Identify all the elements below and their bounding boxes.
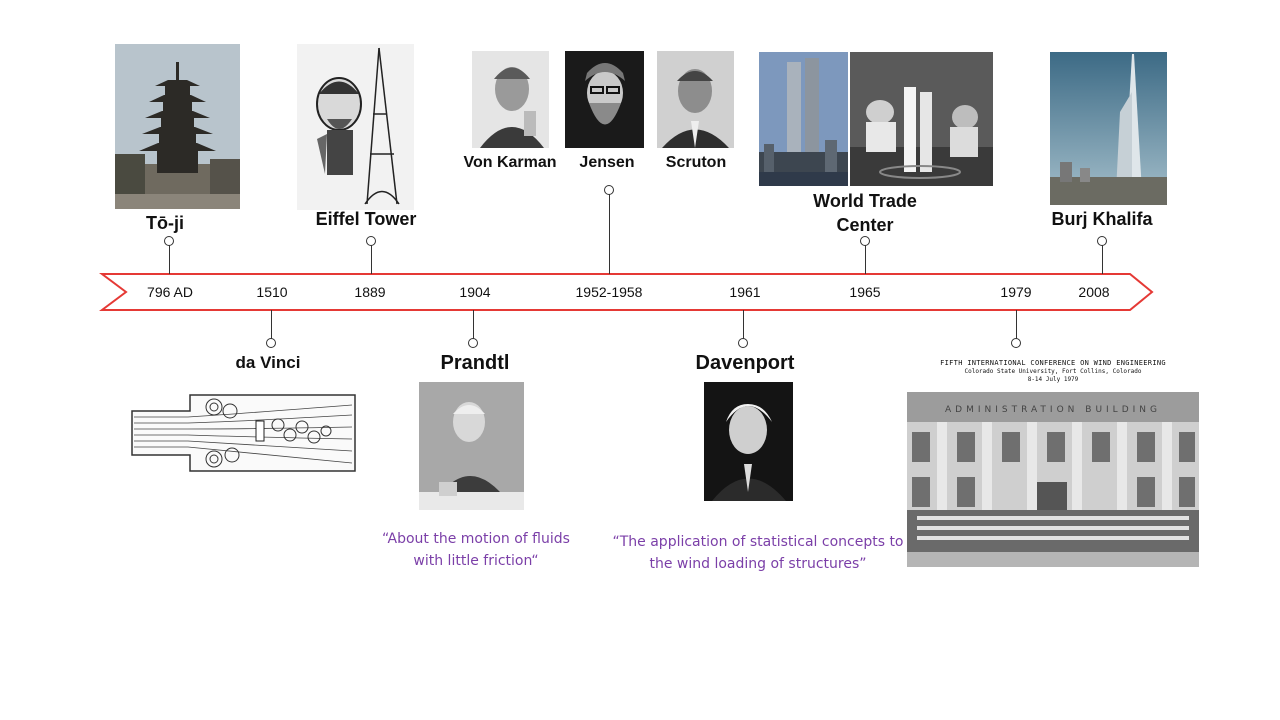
marker-eiffel — [366, 236, 376, 246]
conference-title-line3: 8-14 July 1979 — [1027, 376, 1079, 383]
title-wtc-line2: Center — [836, 215, 894, 235]
year-1889: 1889 — [354, 284, 386, 300]
conference-heading: FIFTH INTERNATIONAL CONFERENCE ON WIND E… — [907, 359, 1199, 383]
conference-group-photo: ADMINISTRATION BUILDING — [907, 392, 1199, 567]
davenport-portrait — [704, 382, 793, 501]
year-1510: 1510 — [256, 284, 288, 300]
marker-jensen — [604, 185, 614, 195]
prandtl-quote: “About the motion of fluids with little … — [366, 528, 586, 572]
title-jensen: Jensen — [579, 154, 635, 171]
stem-eiffel — [371, 241, 372, 274]
title-burj-khalifa: Burj Khalifa — [1051, 209, 1153, 229]
marker-conference — [1011, 338, 1021, 348]
burj-khalifa-photo — [1050, 52, 1167, 205]
year-1904: 1904 — [459, 284, 491, 300]
marker-da-vinci — [266, 338, 276, 348]
prandtl-quote-line2: with little friction“ — [413, 553, 539, 569]
davenport-quote-line2: the wind loading of structures” — [649, 556, 867, 572]
stem-davenport — [743, 310, 744, 343]
davenport-quote: “The application of statistical concepts… — [608, 531, 908, 575]
title-wtc-line1: World Trade — [813, 191, 917, 211]
marker-burj — [1097, 236, 1107, 246]
year-1979: 1979 — [1000, 284, 1032, 300]
conference-title-line1: FIFTH INTERNATIONAL CONFERENCE ON WIND E… — [940, 359, 1166, 367]
title-von-karman: Von Karman — [463, 154, 557, 171]
da-vinci-flow-sketch — [130, 393, 356, 473]
administration-building-sign: ADMINISTRATION BUILDING — [944, 405, 1161, 415]
title-scruton: Scruton — [665, 154, 727, 171]
jensen-portrait — [565, 51, 644, 148]
stem-prandtl — [473, 310, 474, 343]
eiffel-caricature-image — [297, 44, 414, 210]
wtc-wind-tunnel-photo — [850, 52, 993, 186]
year-2008: 2008 — [1078, 284, 1110, 300]
title-da-vinci: da Vinci — [235, 353, 301, 372]
year-1965: 1965 — [849, 284, 881, 300]
scruton-portrait — [657, 51, 734, 148]
stem-toji — [169, 241, 170, 274]
year-796: 796 AD — [147, 284, 193, 300]
title-eiffel-tower: Eiffel Tower — [315, 209, 417, 229]
year-1961: 1961 — [729, 284, 761, 300]
davenport-quote-line1: “The application of statistical concepts… — [612, 534, 904, 550]
stem-wtc — [865, 241, 866, 274]
wtc-skyline-photo — [759, 52, 848, 186]
prandtl-quote-line1: “About the motion of fluids — [382, 531, 570, 547]
prandtl-portrait — [419, 382, 524, 510]
von-karman-portrait — [472, 51, 549, 148]
stem-burj — [1102, 241, 1103, 274]
title-toji: Tō-ji — [146, 213, 184, 233]
timeline-arrow-shape — [99, 273, 1154, 311]
marker-wtc — [860, 236, 870, 246]
marker-davenport — [738, 338, 748, 348]
stem-jensen — [609, 190, 610, 274]
marker-prandtl — [468, 338, 478, 348]
stem-conference — [1016, 310, 1017, 343]
toji-pagoda-photo — [115, 44, 240, 209]
marker-toji — [164, 236, 174, 246]
year-1952-1958: 1952-1958 — [575, 284, 643, 300]
conference-title-line2: Colorado State University, Fort Collins,… — [964, 368, 1142, 375]
title-prandtl: Prandtl — [440, 352, 510, 374]
title-davenport: Davenport — [695, 352, 795, 374]
stem-da-vinci — [271, 310, 272, 343]
